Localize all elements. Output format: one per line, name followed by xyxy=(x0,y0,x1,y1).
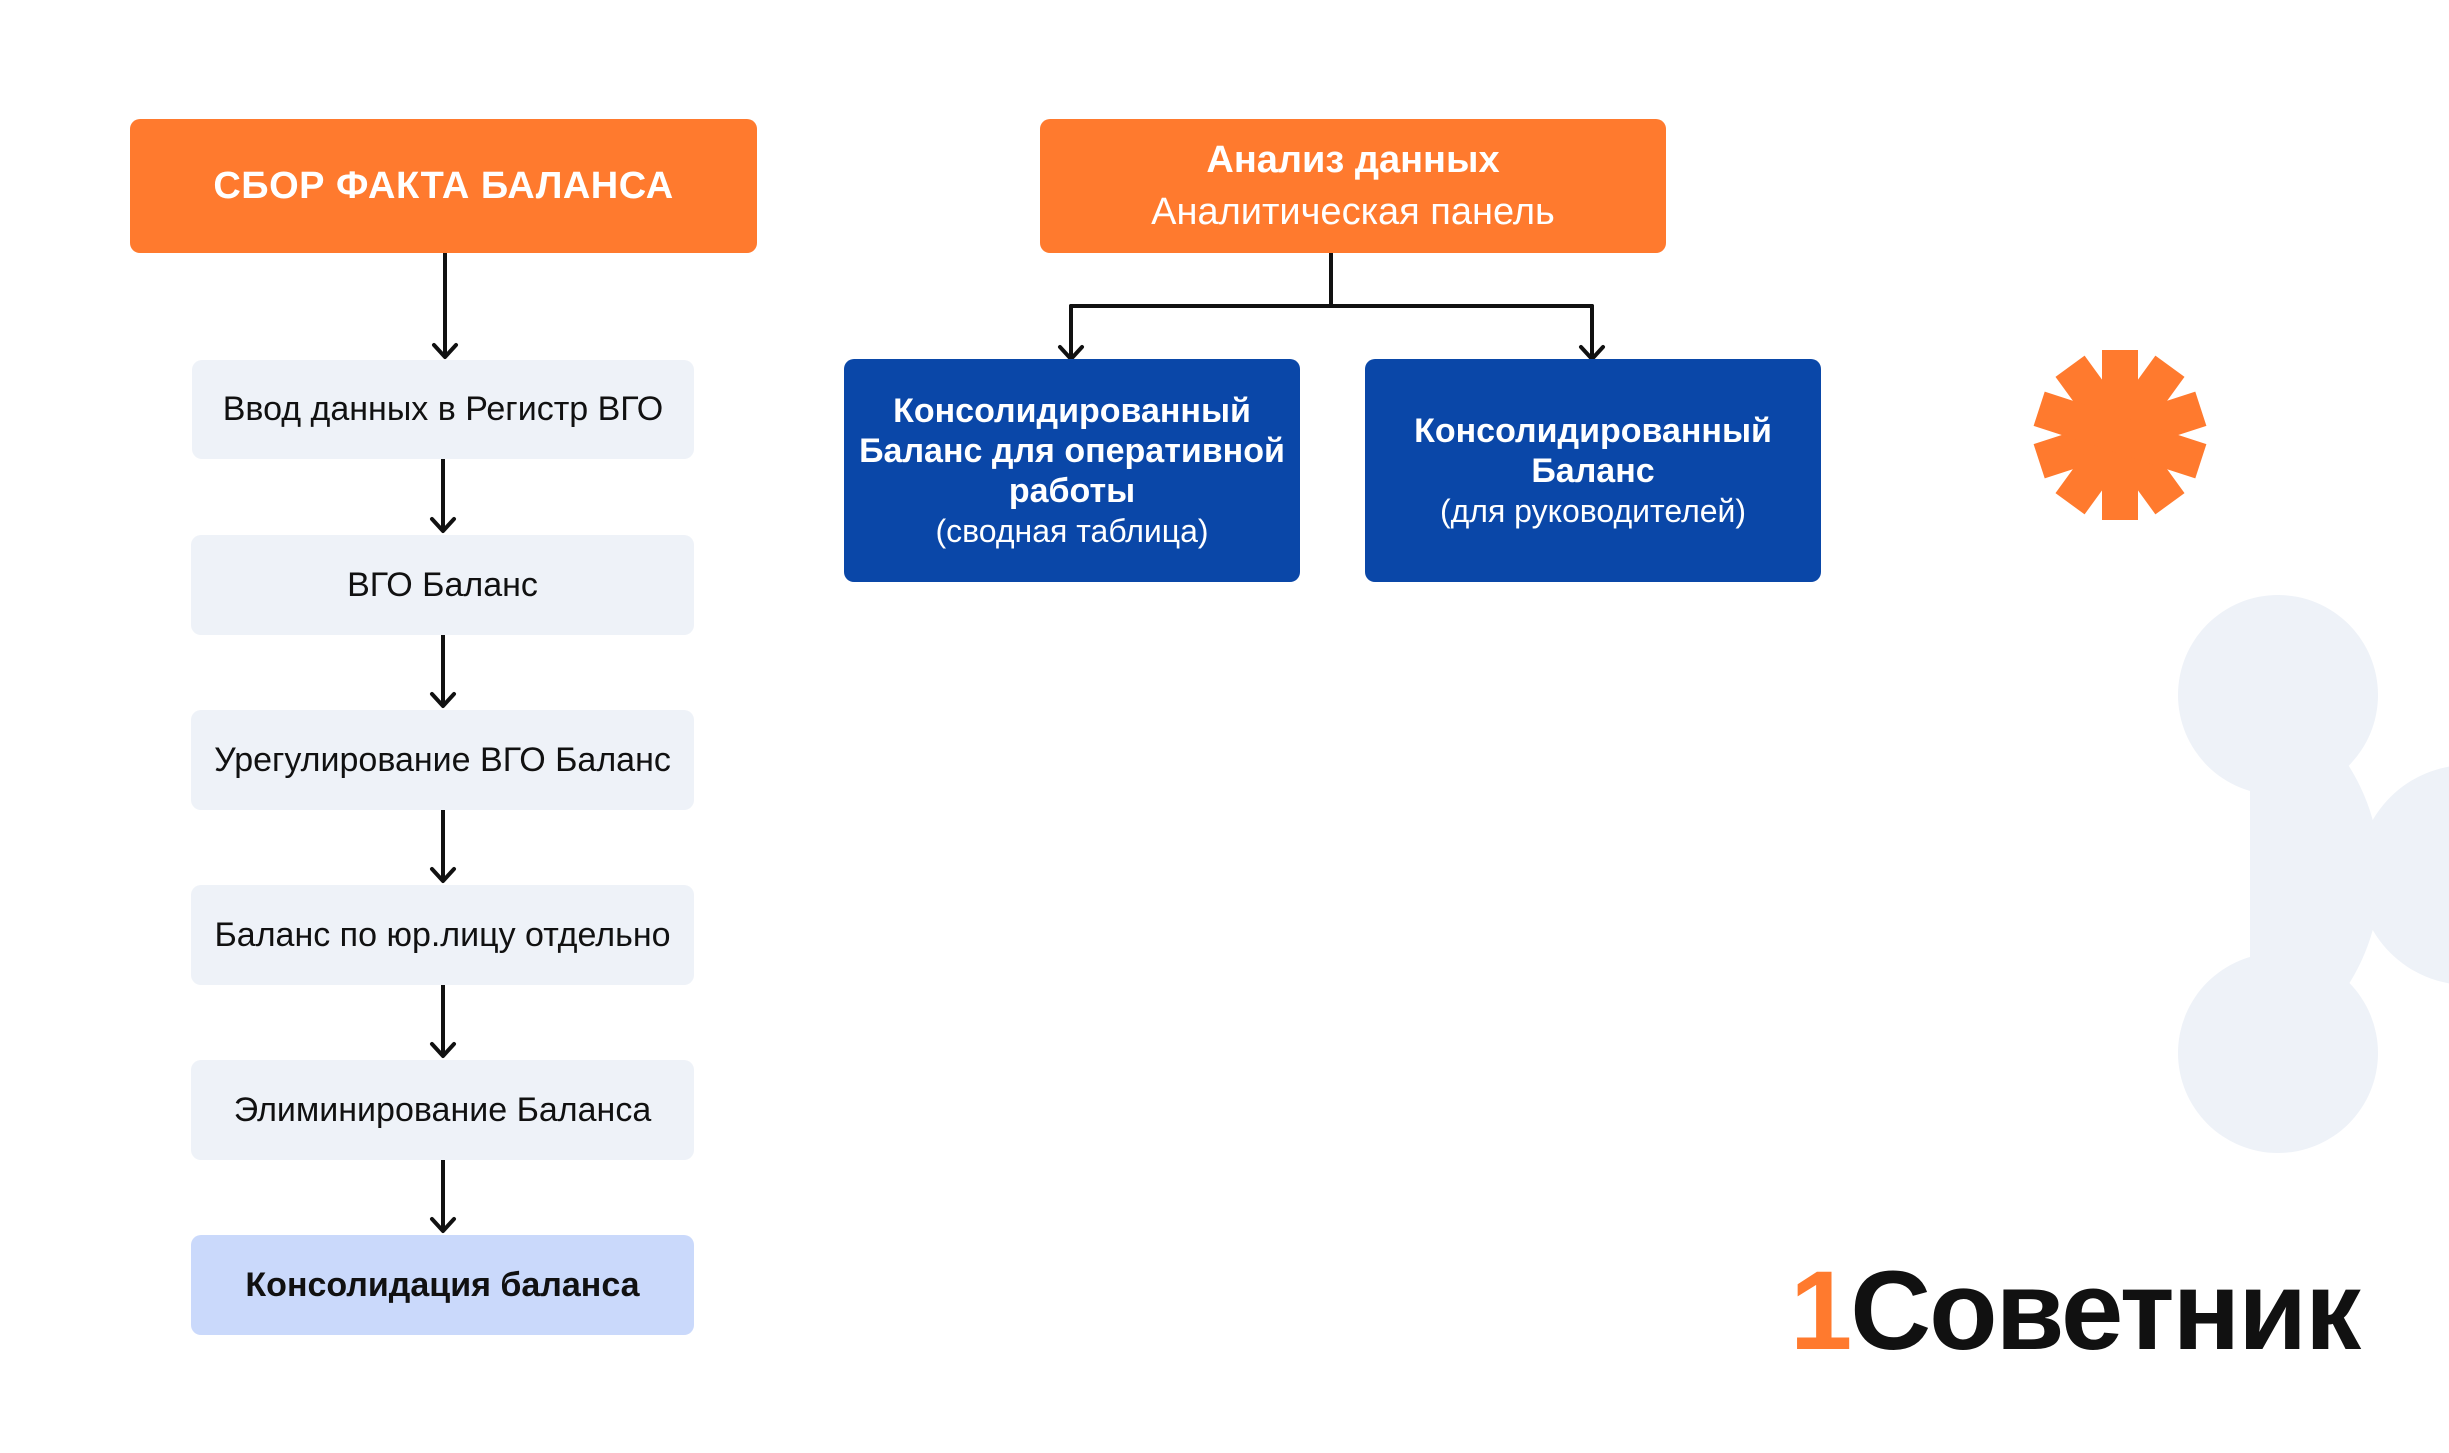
right-header: Анализ данных Аналитическая панель xyxy=(1040,119,1666,253)
output-box-operational: Консолидированный Баланс для оперативной… xyxy=(844,359,1300,582)
step-box-1: Ввод данных в Регистр ВГО xyxy=(192,360,694,459)
right-header-title: Анализ данных xyxy=(1206,139,1500,181)
step-label: Консолидация баланса xyxy=(245,1265,640,1304)
right-header-subtitle: Аналитическая панель xyxy=(1151,191,1555,233)
step-box-5: Элиминирование Баланса xyxy=(191,1060,694,1160)
step-label: ВГО Баланс xyxy=(347,565,538,604)
step-box-2: ВГО Баланс xyxy=(191,535,694,635)
logo-prefix: 1 xyxy=(1790,1248,1852,1373)
output-box-executive: Консолидированный Баланс (для руководите… xyxy=(1365,359,1821,582)
output-title-line: Консолидированный xyxy=(1414,411,1772,450)
output-title-line: работы xyxy=(1008,471,1136,510)
left-header-title: СБОР ФАКТА БАЛАНСА xyxy=(213,164,674,207)
step-box-6-final: Консолидация баланса xyxy=(191,1235,694,1335)
output-note: (сводная таблица) xyxy=(935,512,1209,549)
output-title-line: Баланс xyxy=(1531,451,1655,490)
logo-text: Cоветник xyxy=(1850,1248,2361,1373)
step-box-3: Урегулирование ВГО Баланс xyxy=(191,710,694,810)
step-box-4: Баланс по юр.лицу отдельно xyxy=(191,885,694,985)
left-header: СБОР ФАКТА БАЛАНСА xyxy=(130,119,757,253)
output-title-line: Баланс для оперативной xyxy=(859,431,1285,470)
output-note: (для руководителей) xyxy=(1439,492,1747,529)
step-label: Баланс по юр.лицу отдельно xyxy=(214,915,671,954)
output-title-line: Консолидированный xyxy=(893,391,1251,430)
step-label: Ввод данных в Регистр ВГО xyxy=(222,390,664,428)
step-label: Урегулирование ВГО Баланс xyxy=(214,740,671,779)
step-label: Элиминирование Баланса xyxy=(233,1090,652,1129)
sovetnik-logo: 1Cоветник xyxy=(1790,1255,2361,1367)
